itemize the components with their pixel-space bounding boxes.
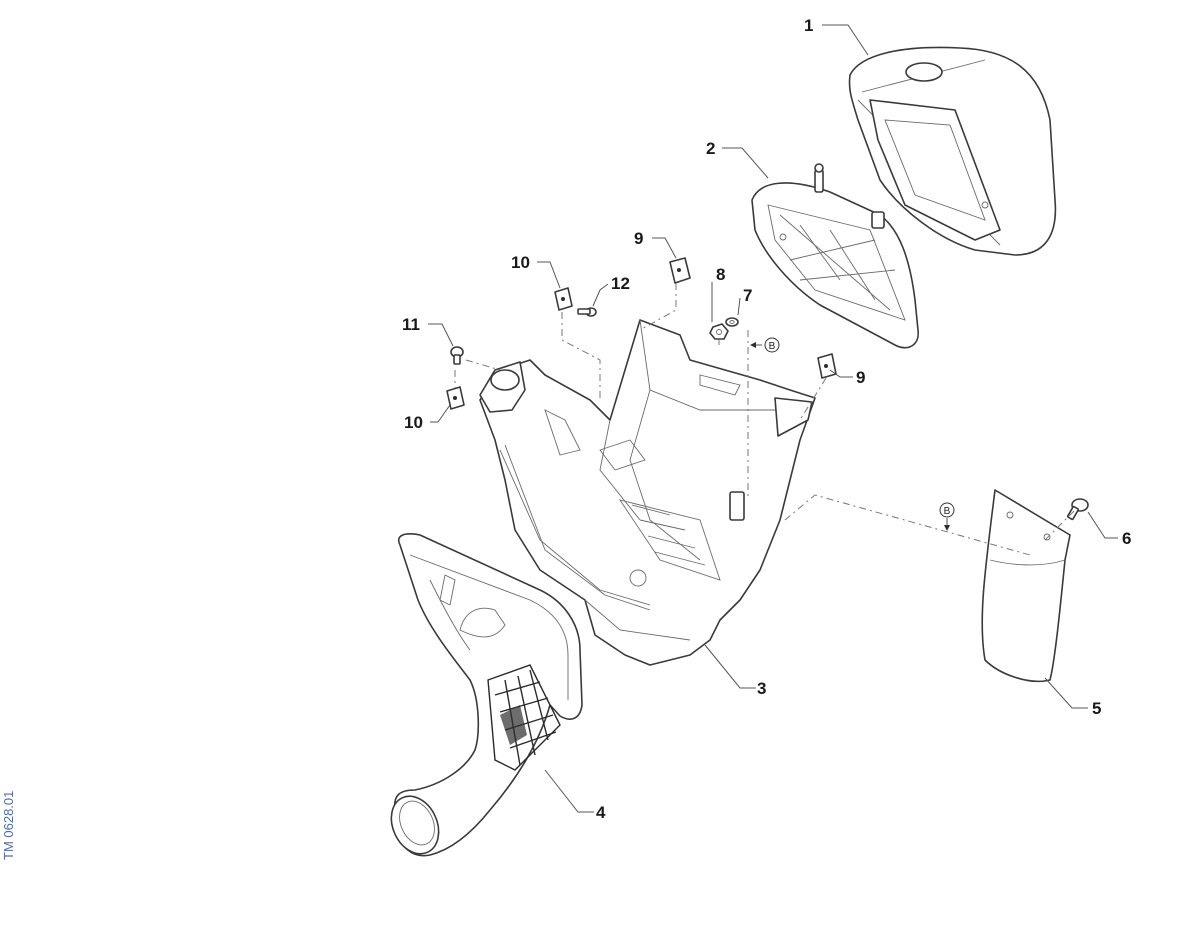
callout-6: 6: [1122, 529, 1131, 548]
callout-7: 7: [743, 286, 752, 305]
leader-1: [822, 24, 869, 56]
callout-4: 4: [596, 803, 606, 822]
reference-marker-b-upper: B: [750, 337, 780, 353]
part-9-clip-right: [817, 353, 837, 379]
part-8-nut: [709, 323, 729, 340]
callout-11: 11: [402, 315, 420, 334]
callout-1: 1: [804, 16, 813, 35]
callout-12: 12: [611, 274, 630, 293]
part-7-washer: [725, 317, 739, 327]
leader-6: [1087, 511, 1118, 539]
callout-2: 2: [706, 139, 715, 158]
leader-11: [428, 323, 454, 347]
part-6-screw: [1066, 498, 1089, 521]
leader-2: [722, 147, 769, 179]
part-1-filter-cover: [848, 46, 1057, 256]
callout-9-right: 9: [856, 368, 865, 387]
leader-9-right: [829, 369, 853, 378]
part-11-rivet: [450, 346, 464, 365]
reference-marker-b-lower: B: [939, 502, 955, 531]
callout-10-upper: 10: [511, 253, 530, 272]
leader-10-lower: [430, 404, 451, 423]
part-10-clip-upper: [554, 287, 573, 311]
callout-8: 8: [716, 265, 725, 284]
leader-12: [592, 283, 609, 307]
part-3-airbox-housing: [479, 319, 816, 666]
leader-5: [1044, 677, 1088, 709]
document-code: TM 0628.01: [1, 790, 16, 860]
leader-3: [704, 644, 756, 689]
part-10-clip-lower: [446, 386, 465, 410]
part-5-mud-flap: [981, 489, 1071, 683]
callout-9-upper: 9: [634, 229, 643, 248]
leader-10-upper: [537, 261, 561, 289]
leader-4: [544, 769, 594, 813]
callout-5: 5: [1092, 699, 1101, 718]
svg-text:B: B: [944, 506, 951, 517]
part-12-screw: [577, 307, 597, 317]
part-4-intake-duct: [390, 533, 583, 857]
callout-10-lower: 10: [404, 413, 423, 432]
svg-text:B: B: [769, 341, 776, 352]
callout-3: 3: [757, 679, 766, 698]
leader-9-upper: [652, 237, 677, 259]
part-2-filter-frame: [751, 163, 919, 349]
assembly-lines: [454, 283, 1076, 556]
part-9-clip-upper: [669, 257, 691, 284]
leader-7: [737, 297, 741, 316]
